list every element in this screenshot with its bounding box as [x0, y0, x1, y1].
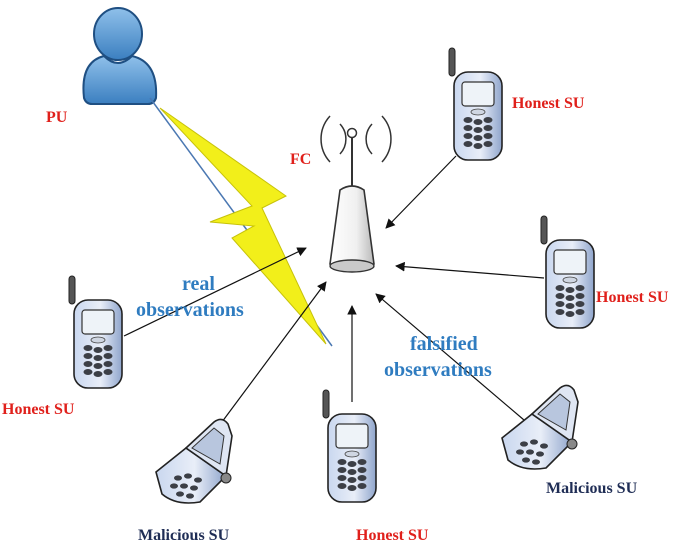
falsified-observations-label-line2: observations — [384, 359, 492, 381]
honest-su-left-phone-icon — [68, 275, 123, 389]
malicious-su-bottom-left-flip-phone-icon — [155, 418, 233, 504]
malicious-su-right-flip-phone-icon — [501, 384, 579, 470]
fc-antenna-tower-icon — [320, 115, 392, 273]
arrow-malicious-su-left — [215, 281, 327, 431]
fc-label: FC — [290, 151, 311, 168]
honest-su-top-right-phone-icon — [448, 47, 503, 161]
arrow-honest-su-mid-right — [395, 261, 545, 279]
lightning-bolt-icon — [159, 107, 327, 345]
honest-su-top-right-label: Honest SU — [512, 95, 585, 112]
real-observations-label-line2: observations — [136, 299, 244, 321]
real-observations-label-line1: real — [182, 273, 215, 295]
arrow-honest-su-top-right — [385, 155, 457, 229]
honest-su-bottom-label: Honest SU — [356, 527, 429, 543]
falsified-observations-label-line1: falsified — [410, 333, 478, 355]
pu-label: PU — [46, 109, 68, 126]
honest-su-mid-right-phone-icon — [540, 215, 595, 329]
honest-su-mid-right-label: Honest SU — [596, 289, 669, 306]
arrow-honest-su-left — [123, 247, 307, 337]
honest-su-left-label: Honest SU — [2, 401, 75, 418]
malicious-su-right-label: Malicious SU — [546, 480, 638, 497]
pu-user-icon — [82, 7, 158, 105]
honest-su-bottom-phone-icon — [322, 389, 377, 503]
arrow-malicious-su-right — [375, 293, 525, 421]
malicious-su-bottom-left-label: Malicious SU — [138, 527, 230, 543]
